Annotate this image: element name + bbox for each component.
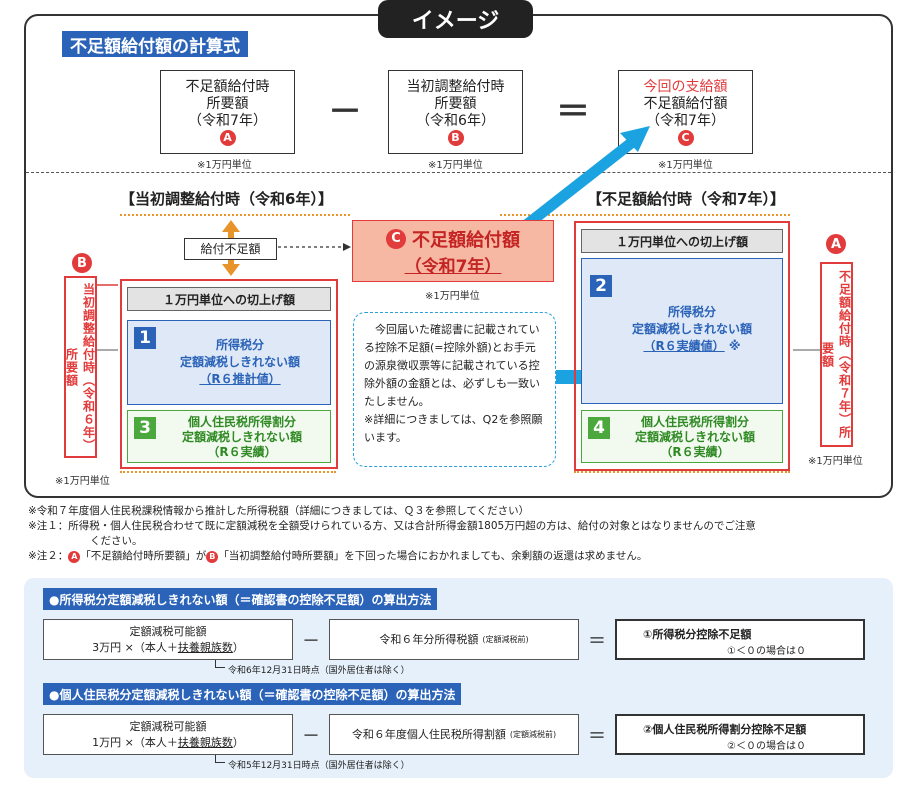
unit-note: ※1万円単位 (425, 291, 480, 302)
calc1-box-mid: 令和６年分所得税額(定額減税前) (329, 619, 579, 660)
orange-arrow-up (222, 220, 240, 232)
formula-c-line0: 今回の支給額 (643, 78, 728, 95)
section-title: 不足額給付額の計算式 (62, 31, 248, 57)
right-header: 【不足額給付時（令和7年）】 (587, 190, 785, 208)
calc1-b1-line1: 定額減税可能額 (129, 624, 207, 638)
formula-b-line3: （令和6年） (416, 112, 495, 129)
left-p3-line1: 個人住民税所得割分 (187, 415, 296, 429)
formula-b-line1: 当初調整給付時 (406, 78, 505, 95)
left-header: 【当初調整給付時（令和6年）】 (120, 190, 333, 208)
calc2-minus: － (302, 726, 320, 747)
center-note-box: 今回届いた確認書に記載されている控除不足額(=控除外額)とお手元の源泉徴収票等に… (353, 312, 556, 467)
calc2-equals: ＝ (588, 726, 606, 747)
number-3: 3 (134, 417, 156, 439)
right-p2-line2: 定額減税しきれない額 (631, 322, 752, 336)
right-p4-line3: （R６実績） (660, 445, 730, 459)
right-p4-line2: 定額減税しきれない額 (634, 430, 755, 444)
unit-note: ※1万円単位 (197, 160, 252, 171)
mark-c: C (386, 228, 406, 249)
calc2-box-left: 定額減税可能額 1万円 ×（本人＋扶養親族数） (43, 714, 293, 755)
unit-note: ※1万円単位 (55, 476, 110, 487)
left-vertical-label-box: 当初調整給付時（令和６年）所要額 (64, 276, 97, 458)
mark-a: A (826, 234, 846, 254)
right-vertical-label-box: 不足額給付時（令和７年）所要額 (820, 262, 853, 447)
calc2-footnote: 令和5年12月31日時点（国外居住者は除く） (228, 761, 410, 771)
mark-c: C (677, 129, 694, 146)
orange-dotted-line (500, 214, 790, 216)
cyan-arrow-head (620, 126, 650, 152)
orange-dotted-line (120, 214, 350, 216)
calc1-equals: ＝ (588, 631, 606, 652)
right-p2-line1: 所得税分 (667, 305, 716, 319)
note-0: ※令和７年度個人住民税課税情報から推計した所得税額（詳細につきましては、Ｑ３を参… (28, 505, 530, 517)
right-p4-line1: 個人住民税所得割分 (640, 415, 749, 429)
calc1-pointer (215, 660, 225, 668)
left-panel-1: 1 所得税分 定額減税しきれない額 （R６推計値） (127, 320, 331, 405)
note-1: ※注１：所得税・個人住民税合わせて既に定額減税を全額受けられている方、又は合計所… (28, 520, 756, 532)
mark-a: A (219, 129, 236, 146)
mark-b: B (206, 550, 219, 563)
unit-note: ※1万円単位 (658, 160, 713, 171)
center-note2: ※詳細につきましては、Q2を参照願います。 (364, 413, 543, 444)
left-round-up: １万円単位への切上げ額 (127, 287, 331, 311)
calc1-result: ①所得税分控除不足額 ①＜０の場合は０ (615, 619, 865, 660)
number-1: 1 (134, 327, 156, 349)
right-panel-2: 2 所得税分 定額減税しきれない額 （R６実績値） ※ (581, 258, 783, 404)
center-title: 不足額給付額 (412, 229, 520, 251)
formula-b-line2: 所要額 (434, 95, 477, 112)
orange-dotted-line (574, 471, 790, 473)
number-2: 2 (590, 275, 612, 297)
note-1-cont: ください。 (90, 535, 143, 547)
calc1-footnote: 令和6年12月31日時点（国外居住者は除く） (228, 666, 410, 676)
minus-operator: － (328, 91, 362, 132)
right-vertical-label: 不足額給付時（令和７年）所要額 (820, 270, 852, 439)
calc1-minus: － (302, 631, 320, 652)
left-p3-line2: 定額減税しきれない額 (181, 430, 302, 444)
left-vertical-label: 当初調整給付時（令和６年）所要額 (64, 282, 96, 452)
left-p1-line2: 定額減税しきれない額 (179, 355, 300, 369)
unit-note: ※1万円単位 (808, 456, 863, 467)
notes: ※令和７年度個人住民税課税情報から推計した所得税額（詳細につきましては、Ｑ３を参… (28, 504, 898, 564)
equals-operator: ＝ (556, 91, 590, 132)
formula-c-line1: 不足額給付額 (643, 95, 728, 112)
divider (26, 172, 891, 173)
image-banner: イメージ (378, 0, 533, 38)
left-p3-line3: （R６実績） (207, 445, 277, 459)
right-stack (574, 221, 790, 471)
orange-dotted-line (120, 471, 336, 473)
shortfall-label: 給付不足額 (184, 238, 277, 260)
formula-a-line3: （令和7年） (188, 112, 267, 129)
left-stack (120, 279, 338, 469)
left-p1-line3: （R６推計値） (199, 372, 281, 386)
orange-arrow-down (222, 264, 240, 276)
formula-box-a: 不足額給付時 所要額 （令和7年） A (160, 70, 295, 154)
formula-a-line2: 所要額 (206, 95, 249, 112)
center-note: 今回届いた確認書に記載されている控除不足額(=控除外額)とお手元の源泉徴収票等に… (364, 323, 540, 408)
right-p2-star: ※ (728, 339, 741, 353)
calc2-result: ②個人住民税所得割分控除不足額 ②＜０の場合は０ (615, 714, 865, 755)
calc1-title: ●所得税分定額減税しきれない額（＝確認書の控除不足額）の算出方法 (43, 588, 438, 610)
calc1-box-left: 定額減税可能額 3万円 ×（本人＋扶養親族数） (43, 619, 293, 660)
formula-a-line1: 不足額給付時 (185, 78, 270, 95)
center-year: （令和7年） (404, 256, 502, 277)
number-4: 4 (588, 417, 610, 439)
mark-b: B (72, 253, 92, 273)
calc2-pointer (215, 755, 225, 763)
calc2-b1-line1: 定額減税可能額 (129, 719, 207, 733)
right-p2-line3: （R６実績値） (643, 339, 725, 353)
right-panel-4: 4 個人住民税所得割分 定額減税しきれない額 （R６実績） (581, 410, 783, 463)
left-panel-3: 3 個人住民税所得割分 定額減税しきれない額 （R６実績） (127, 410, 331, 463)
mark-b: B (447, 129, 464, 146)
calc2-box-mid: 令和６年度個人住民税所得割額(定額減税前) (329, 714, 579, 755)
center-result-box: C 不足額給付額 （令和7年） (352, 220, 554, 282)
formula-box-b: 当初調整給付時 所要額 （令和6年） B (388, 70, 523, 154)
left-p1-line1: 所得税分 (215, 338, 264, 352)
formula-c-line2: （令和7年） (646, 112, 725, 129)
mark-a: A (68, 550, 81, 563)
right-round-up: １万円単位への切上げ額 (581, 229, 783, 253)
unit-note: ※1万円単位 (428, 160, 483, 171)
calc2-title: ●個人住民税分定額減税しきれない額（＝確認書の控除不足額）の算出方法 (43, 683, 462, 705)
